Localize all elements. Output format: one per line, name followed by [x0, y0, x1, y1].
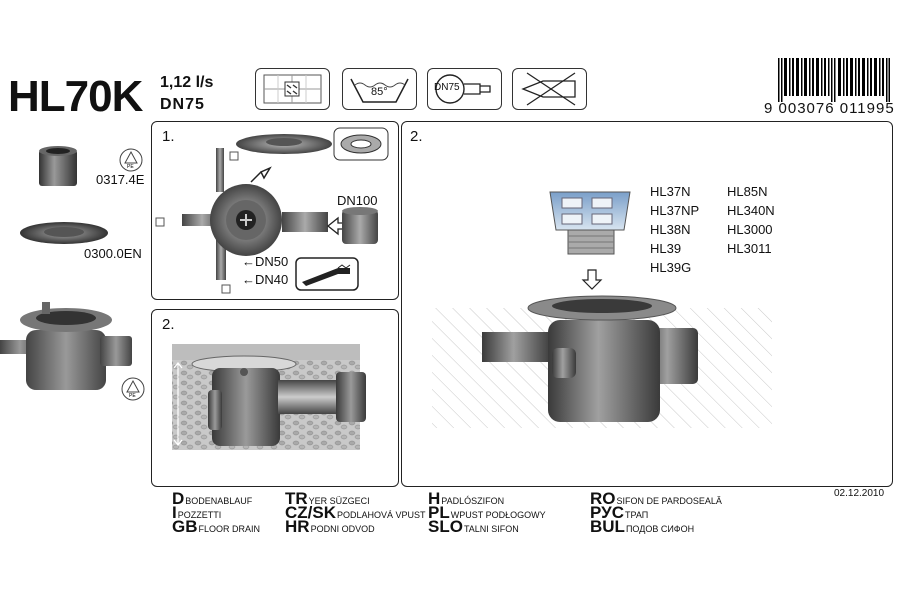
compatible-models-col2: HL85N HL340N HL3000 HL3011 [727, 182, 775, 258]
drain-body-image [0, 302, 132, 390]
svg-text:PE: PE [127, 164, 134, 170]
panel-assembly-step1: 1. DN100 ←DN50 ←DN40 [151, 121, 399, 300]
nominal-diameter: DN75 [160, 96, 205, 113]
part-code-sleeve: 0317.4E [96, 172, 145, 187]
label-dn50: ←DN50 [242, 254, 289, 269]
legend-col4: ROSifon de pardoseală РУСТрап BULПодов с… [590, 489, 722, 536]
model-item: HL39 [650, 241, 682, 256]
document-date: 02.12.2010 [834, 488, 885, 499]
lang-code: RO [590, 489, 616, 508]
model-item: HL37N [650, 184, 691, 199]
label-dn100: DN100 [337, 193, 378, 208]
lang-text: Padlószifon [441, 496, 505, 506]
lang-code: РУС [590, 503, 624, 522]
label-dn40: ←DN40 [242, 272, 289, 287]
lang-text: Bodenablauf [185, 496, 253, 506]
legend-col3: HPadlószifon PLWpust podłogowy SLOTalni … [428, 489, 546, 536]
svg-text:PE: PE [129, 393, 136, 399]
tile-grid-icon [255, 68, 330, 110]
lang-text: Yer süzgeci [308, 496, 370, 506]
dn-connection-icon: DN75 [427, 68, 502, 110]
lang-text: Podlahová vpust [337, 510, 426, 520]
lang-text: Floor drain [198, 524, 261, 534]
lang-code: I [172, 503, 177, 522]
barcode-number: 9 003076 011995 [764, 100, 895, 117]
model-item: HL340N [727, 203, 775, 218]
drain-with-grate-drawing [432, 191, 772, 428]
lang-text: Трап [624, 510, 649, 520]
model-item: HL38N [650, 222, 691, 237]
temperature-label: 85° [371, 86, 388, 98]
barcode [778, 58, 890, 102]
product-title: HL70K [8, 72, 143, 121]
legend-col2: TRYer süzgeci CZ/SKPodlahová vpust HRPod… [285, 489, 426, 536]
lang-code: GB [172, 517, 198, 536]
no-cutting-icon [512, 68, 587, 110]
flow-rate: 1,12 l/s [160, 74, 214, 91]
sealing-disc-image [20, 222, 108, 244]
installation-section-drawing [172, 344, 366, 450]
part-code-disc: 0300.0EN [84, 246, 142, 261]
lang-code: HR [285, 517, 310, 536]
legend-col1: DBodenablauf IPozzetti GBFloor drain [172, 489, 261, 536]
temperature-icon: 85° [342, 68, 417, 110]
lang-text: Pozzetti [177, 510, 222, 520]
panel-installation-step2-left: 2. [151, 309, 399, 487]
recycle-pe-icon: PE [119, 148, 143, 172]
lang-code: H [428, 489, 441, 508]
dn-connection-label: DN75 [434, 82, 460, 93]
lang-text: Подов сифон [625, 524, 695, 534]
lang-code: CZ/SK [285, 503, 336, 522]
step-number: 1. [162, 128, 175, 145]
model-item: HL39G [650, 260, 692, 275]
lang-code: PL [428, 503, 450, 522]
lang-code: BUL [590, 517, 625, 536]
model-item: HL3000 [727, 222, 773, 237]
lang-text: Talni sifon [463, 524, 519, 534]
lang-text: Sifon de pardoseală [616, 496, 722, 506]
model-item: HL85N [727, 184, 768, 199]
step-number: 2. [162, 316, 175, 333]
lang-text: Wpust podłogowy [450, 510, 546, 520]
assembly-drawing [155, 127, 389, 294]
recycle-pe-icon-2: PE [121, 377, 145, 401]
model-item: HL37NP [650, 203, 700, 218]
step-number: 2. [410, 128, 423, 145]
compatible-models-col1: HL37N HL37NP HL38N HL39 HL39G [650, 182, 699, 277]
lang-code: D [172, 489, 185, 508]
lang-code: TR [285, 489, 308, 508]
lang-text: Podni odvod [310, 524, 375, 534]
model-item: HL3011 [727, 241, 772, 256]
lang-code: SLO [428, 517, 463, 536]
panel-installation-step2-right: 2. HL37N HL37NP HL38N HL39 HL39G HL85N H… [401, 121, 893, 487]
sleeve-part-image [39, 146, 77, 186]
